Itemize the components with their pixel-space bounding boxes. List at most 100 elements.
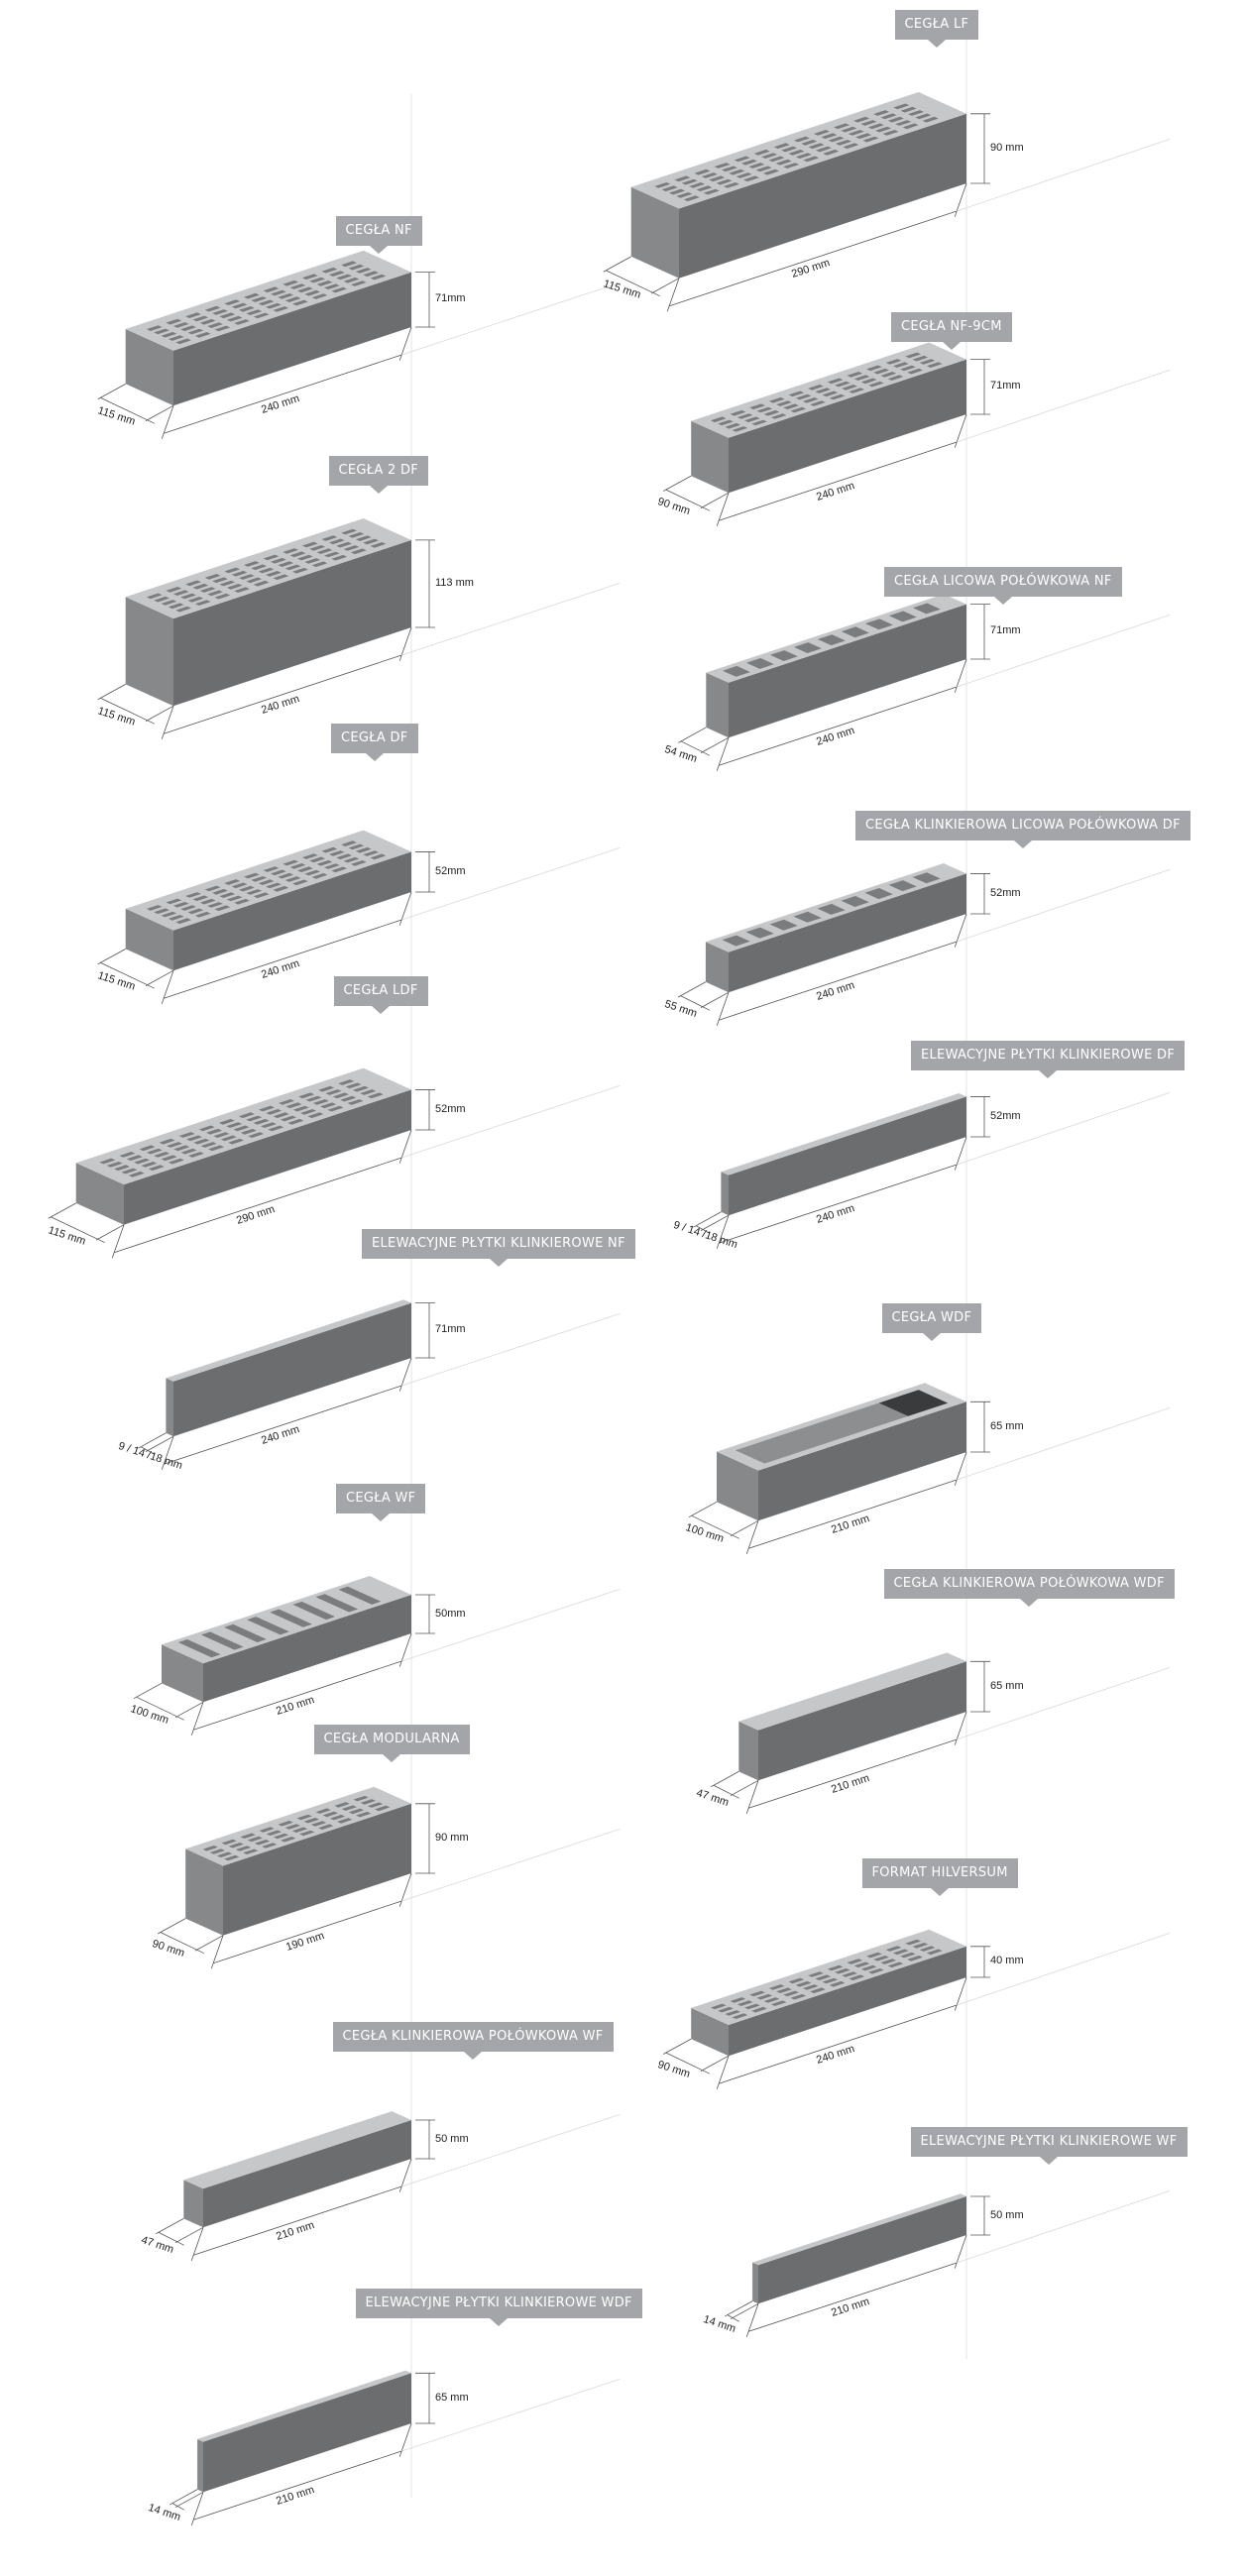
- brick-hole: [756, 1993, 773, 2000]
- brick-hole: [900, 106, 917, 113]
- brick-hole: [266, 882, 282, 889]
- brick-hole: [866, 365, 882, 372]
- brick-side-face: [630, 186, 679, 279]
- brick-hole: [307, 1112, 324, 1119]
- brick-hole: [348, 843, 365, 850]
- length-extension-right: [954, 1451, 967, 1486]
- brick-hole: [331, 286, 348, 293]
- brick-slot: [888, 880, 917, 892]
- brick-hole: [234, 898, 250, 905]
- brick-hole: [808, 143, 825, 150]
- brick-hole: [725, 422, 741, 429]
- brick-hole: [271, 869, 286, 876]
- brick-slot: [200, 1631, 244, 1650]
- brick-hole: [159, 1138, 175, 1145]
- brick-hole: [233, 1125, 250, 1132]
- brick-hole: [885, 359, 902, 365]
- length-extension-left: [745, 1780, 759, 1815]
- brick-hole: [711, 416, 727, 423]
- brick-hole: [730, 1997, 746, 2003]
- width-dimension-line: [100, 396, 155, 424]
- brick-hole: [279, 1099, 295, 1105]
- brick-hole: [744, 2003, 760, 2010]
- width-extension-right: [95, 1224, 125, 1241]
- brick-hole: [239, 574, 255, 580]
- brick-hole: [770, 2000, 787, 2006]
- brick-hole: [292, 567, 308, 574]
- brick-hole: [258, 879, 275, 885]
- brick-label: CEGŁA NF-9CM: [891, 312, 1012, 350]
- brick-hole: [289, 551, 306, 558]
- brick-slot: [793, 911, 822, 923]
- length-guide-line: [401, 583, 621, 656]
- brick-side-face: [691, 420, 729, 494]
- brick-hole: [847, 372, 863, 378]
- brick-hole: [370, 274, 387, 280]
- brick-hole: [827, 378, 844, 385]
- brick-hole: [146, 1148, 163, 1155]
- brick-front-face: [729, 604, 966, 738]
- brick-hole: [114, 1165, 131, 1172]
- length-dimension-line: [719, 686, 958, 766]
- brick-hole: [214, 325, 231, 332]
- brick-hole: [258, 1105, 275, 1112]
- brick-hole: [810, 400, 826, 406]
- width-extension-right: [174, 1701, 204, 1719]
- length-extension-right: [954, 658, 967, 693]
- brick-hole: [892, 362, 909, 368]
- length-extension-left: [190, 2227, 204, 2262]
- brick-hole: [253, 312, 270, 319]
- brick-hole: [900, 365, 916, 372]
- brick-hole: [892, 1949, 909, 1956]
- brick-hole: [259, 1827, 275, 1833]
- brick-hole: [284, 296, 301, 302]
- brick-hole: [867, 123, 884, 130]
- length-extension-right: [398, 626, 412, 661]
- brick-hole: [329, 1814, 346, 1821]
- brick-side-face: [125, 329, 173, 406]
- brick-front-face: [203, 1595, 411, 1703]
- brick-hole: [298, 1092, 315, 1099]
- brick-hole: [246, 309, 263, 315]
- brick-hole: [350, 860, 367, 866]
- brick-hole: [828, 136, 845, 143]
- brick-hole: [254, 1840, 271, 1846]
- brick-hole: [744, 416, 760, 423]
- brick-hole: [853, 375, 870, 381]
- brick-label: ELEWACYJNE PŁYTKI KLINKIEROWE WF: [910, 2127, 1188, 2165]
- brick-front-face: [173, 851, 411, 971]
- brick-hole: [185, 580, 201, 587]
- brick-hole: [106, 1162, 123, 1168]
- brick-hole: [336, 274, 352, 280]
- brick-hole: [315, 1808, 331, 1814]
- brick-hole: [296, 286, 313, 293]
- brick-hole: [776, 1987, 792, 1993]
- brick-hole: [334, 1802, 350, 1808]
- brick-hole: [305, 1095, 322, 1102]
- brick-hole: [168, 1158, 184, 1165]
- brick-hole: [304, 558, 321, 564]
- width-extension-left: [158, 1918, 186, 1935]
- length-guide-line: [957, 1092, 1171, 1166]
- brick-hole: [260, 1122, 277, 1128]
- brick-hole: [212, 888, 228, 895]
- length-extension-right: [954, 413, 967, 448]
- width-extension-right: [145, 969, 174, 986]
- brick-hole: [166, 898, 182, 905]
- brick-top-face: [721, 1093, 966, 1176]
- brick-hole: [343, 856, 360, 863]
- brick-hole: [829, 393, 846, 400]
- brick-hole: [301, 541, 318, 548]
- brick-hole: [721, 166, 737, 172]
- brick-hole: [289, 283, 306, 289]
- brick-hole: [873, 110, 890, 116]
- brick-slot: [224, 1624, 267, 1642]
- brick-hole: [703, 188, 720, 195]
- brick-hole: [166, 1142, 182, 1148]
- brick-hole: [185, 1135, 202, 1142]
- width-extension-left: [138, 1432, 167, 1449]
- brick-hole: [331, 866, 348, 873]
- length-guide-line: [957, 1933, 1171, 2006]
- width-extension-right: [700, 1214, 730, 1231]
- brick-hole: [847, 1959, 863, 1964]
